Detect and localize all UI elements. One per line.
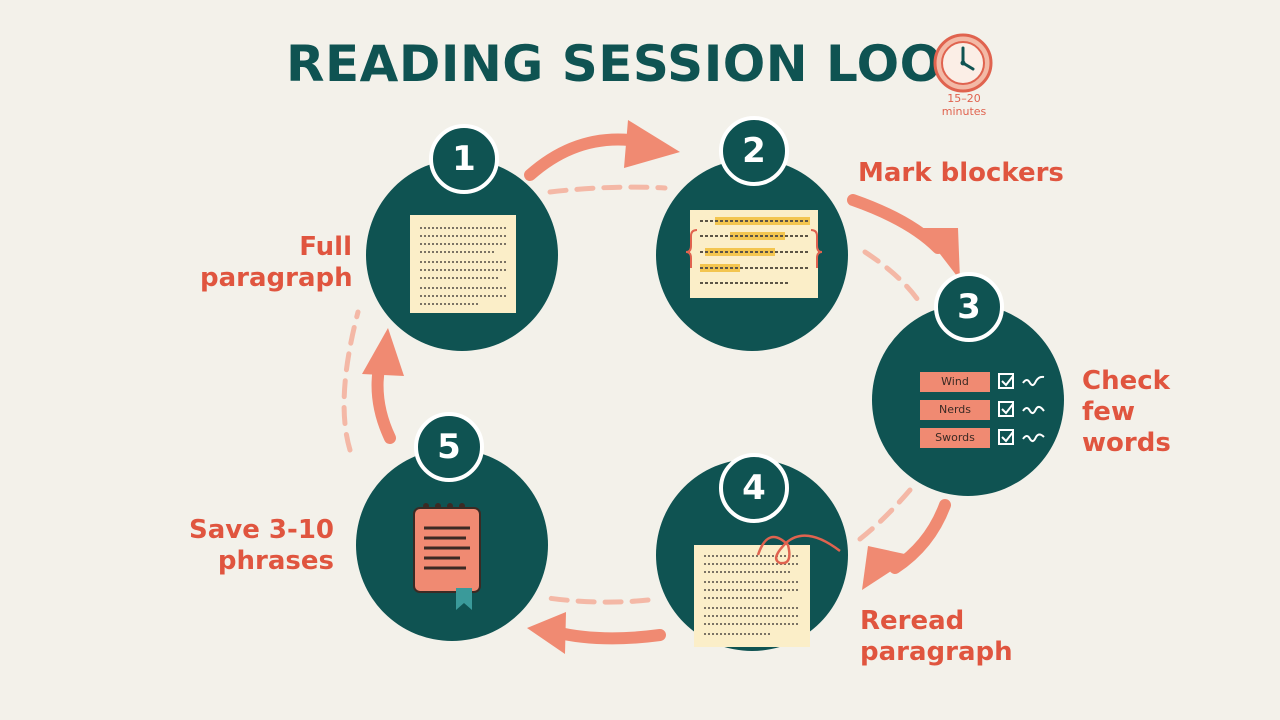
session-duration: 15–20 minutes (941, 92, 987, 118)
step-1-number: 1 (429, 124, 499, 194)
dashed-connector-1-2 (547, 184, 668, 195)
dashed-connector-3-4 (849, 487, 913, 548)
arrow-2-to-3 (847, 194, 944, 254)
dashed-connector-2-3 (862, 249, 921, 303)
arrow-4-to-5 (549, 626, 666, 645)
arrowhead-5-1 (362, 328, 404, 376)
step-4-label: Reread paragraph (860, 606, 1013, 667)
page-title: READING SESSION LOOP (286, 35, 980, 93)
arrowhead-3-4 (862, 546, 914, 590)
word-chip-1 (920, 372, 990, 392)
step-1-label: Full paragraph (200, 232, 353, 293)
word-label-3: Swords (935, 431, 975, 444)
word-chip-2 (920, 400, 990, 420)
clock-icon (933, 33, 993, 93)
arrowhead-1-2 (624, 120, 680, 168)
word-chip-3 (920, 428, 990, 448)
arrow-1-to-2 (524, 133, 636, 181)
notepad-bookmark-icon (413, 503, 481, 610)
arrowhead-4-5 (527, 612, 566, 654)
word-label-2: Nerds (938, 403, 972, 416)
step-3-label: Check few words (1082, 366, 1171, 458)
step-3-number: 3 (934, 272, 1004, 342)
step-5-label: Save 3-10 phrases (189, 515, 334, 576)
dashed-connector-4-5 (545, 595, 651, 605)
step-2-number: 2 (719, 116, 789, 186)
document-icon (410, 215, 516, 313)
step-4-number: 4 (719, 453, 789, 523)
highlighted-text-icon (685, 210, 823, 298)
annotated-document-icon (694, 534, 841, 647)
word-checklist-icon: 1 (920, 372, 1045, 448)
step-2-label: Mark blockers (858, 158, 1064, 188)
word-label-1: Wind (941, 375, 969, 388)
step-5-number: 5 (414, 412, 484, 482)
dashed-connector-5-1 (341, 309, 361, 453)
arrowhead-2-3 (920, 228, 960, 280)
